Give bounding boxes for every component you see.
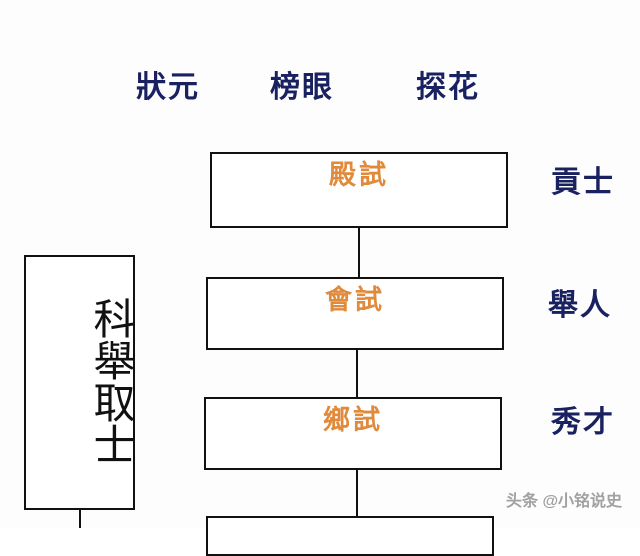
stage-box-dianshi: 殿試 xyxy=(210,152,508,228)
connector-dianshi-to-huishi xyxy=(358,228,360,277)
top-rank-label-zhuangyuan: 狀元 xyxy=(136,71,200,104)
diagram-canvas: 狀元 榜眼 探花 殿試 會試 鄉試 貢士 舉人 秀才 科舉取士 头条 @小铭说史 xyxy=(24,71,623,556)
stage-box-bottom-cropped xyxy=(206,516,494,556)
stage-box-xiangshi: 鄉試 xyxy=(204,397,502,470)
top-rank-label-tanhua: 探花 xyxy=(416,71,480,104)
stage-label-dianshi: 殿試 xyxy=(329,160,389,190)
system-title-box: 科舉取士 xyxy=(24,255,135,510)
stage-label-xiangshi: 鄉試 xyxy=(323,405,383,435)
outcome-label-gongshi: 貢士 xyxy=(551,166,615,199)
connector-system-box-down xyxy=(79,510,81,528)
system-title-text: 科舉取士 xyxy=(87,297,133,465)
connector-huishi-to-xiangshi xyxy=(356,350,358,397)
stage-label-huishi: 會試 xyxy=(325,285,385,315)
connector-xiangshi-to-bottom xyxy=(356,470,358,517)
watermark-text: 头条 @小铭说史 xyxy=(506,493,623,510)
top-rank-label-bangyan: 榜眼 xyxy=(270,71,334,104)
outcome-label-juren: 舉人 xyxy=(548,289,612,322)
stage-box-huishi: 會試 xyxy=(206,277,504,350)
outcome-label-xiucai: 秀才 xyxy=(551,406,615,439)
